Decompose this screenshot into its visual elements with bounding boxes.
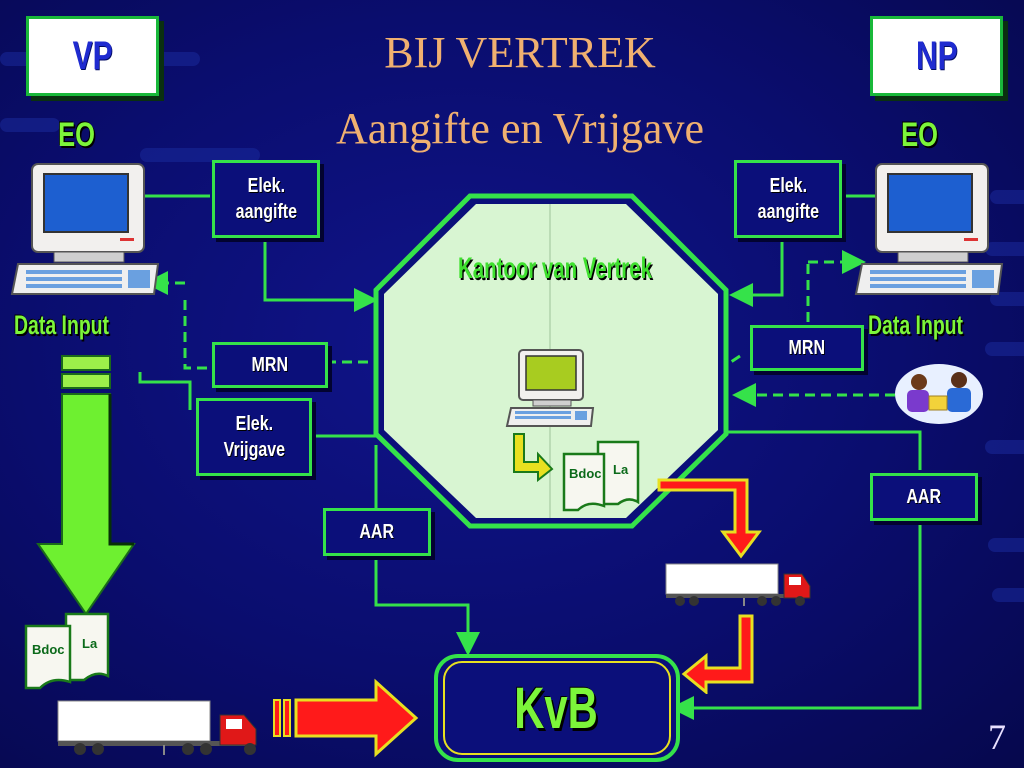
mrn-box-right: MRN (750, 325, 864, 371)
truck-icon-right (665, 563, 811, 606)
np-label: NP (915, 33, 958, 78)
vp-label-box: VP (26, 16, 159, 96)
aar-label-right: AAR (906, 486, 942, 508)
eo-label-right: EO (901, 116, 938, 154)
red-arrow-to-kvb (681, 614, 754, 694)
office-computer-icon (505, 349, 595, 427)
bdoc-label-left: Bdoc (32, 642, 65, 657)
la-label-office: La (613, 462, 629, 477)
decorative-stripe (985, 342, 1024, 356)
mrn-label-right: MRN (788, 337, 826, 359)
decorative-stripe (992, 588, 1024, 602)
big-green-arrow-down (36, 355, 136, 616)
decorative-stripe (990, 190, 1024, 204)
decorative-stripe (0, 118, 60, 132)
title-line-2: Aangifte en Vrijgave (336, 104, 704, 153)
kvb-label: KvB (514, 675, 598, 741)
aar-box-right: AAR (870, 473, 978, 521)
la-label-left: La (82, 636, 98, 651)
aar-box-left: AAR (323, 508, 431, 556)
elek-aangifte-label-right: Elek. aangifte (757, 175, 819, 223)
computer-icon-left (10, 163, 160, 295)
data-input-label-left: Data Input (14, 310, 110, 340)
partners-handshake-icon (895, 364, 983, 424)
np-label-box: NP (870, 16, 1003, 96)
title-line-1: BIJ VERTREK (384, 28, 656, 77)
elek-aangifte-label-left: Elek. aangifte (235, 175, 297, 223)
elek-aangifte-box-left: Elek. aangifte (212, 160, 320, 238)
decorative-stripe (990, 292, 1024, 306)
vp-label: VP (72, 33, 113, 78)
arrow-to-documents-icon (513, 433, 554, 482)
aar-label-left: AAR (359, 521, 395, 543)
elek-vrijgave-label: Elek. Vrijgave (223, 413, 285, 461)
elek-aangifte-box-right: Elek. aangifte (734, 160, 842, 238)
elek-vrijgave-box: Elek. Vrijgave (196, 398, 312, 476)
decorative-stripe (988, 538, 1024, 552)
mrn-label-left: MRN (251, 354, 289, 376)
decorative-stripe (140, 148, 260, 162)
red-arrow-down-right (657, 478, 762, 559)
mrn-box-left: MRN (212, 342, 328, 388)
data-input-label-right: Data Input (868, 310, 964, 340)
red-arrow-right-big (273, 678, 419, 758)
kvb-box-frame (434, 654, 680, 762)
bdoc-label-office: Bdoc (569, 466, 602, 481)
decorative-stripe (985, 440, 1024, 454)
kvb-box: KvB (440, 658, 672, 758)
truck-icon-left (57, 700, 257, 755)
documents-icon-left: Bdoc La (24, 612, 110, 690)
documents-icon-office: Bdoc La (562, 440, 640, 512)
page-number: 7 (988, 717, 1006, 757)
eo-label-left: EO (58, 116, 95, 154)
decorative-stripe (985, 242, 1024, 256)
computer-icon-right (854, 163, 1004, 295)
office-label: Kantoor van Vertrek (458, 252, 652, 285)
